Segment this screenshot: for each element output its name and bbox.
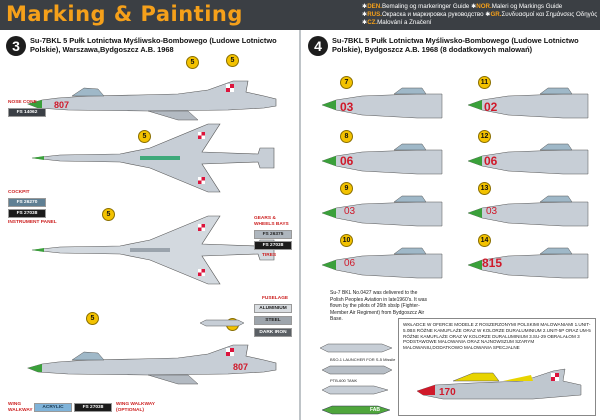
nose-view-7	[321, 87, 443, 119]
tires-label: TIRES	[262, 253, 277, 258]
callout-marker: 14	[478, 234, 491, 247]
lang-code: RUS.	[367, 11, 382, 18]
nose-cone-swatch: FS 14062	[8, 108, 46, 117]
nose-view-8	[321, 143, 443, 175]
language-list: ✱DEN.Bemaling og markeringer Guide ✱NOR.…	[362, 3, 598, 27]
nose-cone-label: NOSE CONE	[8, 100, 37, 105]
aircraft-profile-thumb: 170	[416, 368, 582, 400]
ordnance-drawings	[319, 343, 393, 415]
callout-marker: 5	[86, 312, 99, 325]
info-box: WKŁADCE W OFERCIE MODELE Z ROSZERZONYMI …	[398, 318, 596, 416]
aircraft-top-view	[31, 123, 275, 193]
lang-bullet: ✱	[362, 3, 368, 10]
callout-marker: 13	[478, 182, 491, 195]
callout-marker: 5	[102, 208, 115, 221]
dark-iron-swatch: DARK IRON	[254, 328, 292, 337]
callout-marker: 12	[478, 130, 491, 143]
acrylic-swatch: ACRYLIC	[34, 403, 72, 412]
fuselage-label: FUSELAGE	[262, 296, 289, 301]
nose-view-12	[467, 143, 589, 175]
wing-walkway-optional-label: WING WALKWAY (OPTIONAL)	[116, 402, 155, 413]
aluminium-swatch: ALUMINIUM	[254, 304, 292, 313]
nose-view-11	[467, 87, 589, 119]
lang-bullet: ✱	[485, 11, 491, 18]
gears-swatch-2: FS 27038	[254, 241, 292, 250]
callout-marker: 8	[340, 130, 353, 143]
section-title: Su-7BKL 5 Pułk Lotnictwa Myśliwsko-Bombo…	[30, 36, 277, 54]
nose-code: 02	[484, 100, 498, 114]
callout-marker: 9	[340, 182, 353, 195]
aircraft-bottom-view	[31, 215, 275, 285]
section-number: 3	[6, 36, 26, 56]
nose-code: 03	[344, 206, 356, 217]
page-title: Marking & Painting	[6, 2, 243, 26]
cockpit-swatch: FS 26270	[8, 198, 46, 207]
nose-code: 06	[340, 154, 354, 168]
lang-code: GR.	[490, 11, 502, 18]
panel-divider	[299, 30, 301, 420]
aircraft-side-view-bottom: 807	[27, 344, 277, 385]
gears-label: GEARS & WHEELS BAYS	[254, 216, 289, 227]
ordnance-label: PTB-600 TANK	[330, 378, 358, 383]
section-number: 4	[308, 36, 328, 56]
ordnance-label: BSO-1 LAUNCHER FOR S-5 Missile	[330, 357, 396, 362]
lang-bullet: ✱	[362, 19, 368, 26]
lang-bullet: ✱	[362, 11, 368, 18]
lang-text: Maleri og Markings Guide	[491, 3, 563, 10]
lang-text: Окраска и маркировка руководство	[381, 11, 484, 18]
header: Marking & Painting ✱DEN.Bemaling og mark…	[0, 0, 600, 30]
callout-marker: 5	[138, 130, 151, 143]
section-title: Su-7BKL 5 Pułk Lotnictwa Myśliwsko-Bombo…	[332, 36, 579, 54]
nose-view-13	[467, 195, 589, 227]
callout-marker: 5	[186, 56, 199, 69]
callout-marker: 7	[340, 76, 353, 89]
info-box-text: WKŁADCE W OFERCIE MODELE Z ROSZERZONYMI …	[403, 322, 591, 351]
gears-swatch: FS 26375	[254, 230, 292, 239]
nose-code: 03	[340, 100, 354, 114]
cockpit-label: COCKPIT	[8, 190, 30, 195]
nose-code: 06	[344, 258, 356, 269]
callout-marker: 10	[340, 234, 353, 247]
fs-swatch: FS 27038	[74, 403, 112, 412]
instrument-panel-label: INSTRUMENT PANEL	[8, 220, 57, 225]
nose-view-9	[321, 195, 443, 227]
lang-code: DEN.	[367, 3, 382, 10]
ordnance-label: FAB	[370, 407, 380, 413]
pylon-drawing	[199, 319, 245, 327]
nose-code: 815	[482, 256, 503, 270]
nose-code: 03	[486, 206, 498, 217]
lang-text: Malování a Značení	[377, 19, 432, 26]
lang-text: Συνδυασμοί και Σημάνσεις Οδηγός	[501, 11, 598, 18]
aircraft-code: 807	[54, 100, 69, 110]
profile-code: 170	[439, 387, 456, 398]
lang-text: Bemaling og markeringer Guide	[381, 3, 470, 10]
callout-marker: 11	[478, 76, 491, 89]
nose-view-14	[467, 247, 589, 279]
aircraft-code: 807	[233, 362, 248, 372]
nose-code: 06	[484, 154, 498, 168]
aircraft-side-view-top: 807	[27, 80, 277, 121]
lang-code: CZ.	[367, 19, 378, 26]
nose-view-10	[321, 247, 443, 279]
lang-code: NOR.	[476, 3, 492, 10]
cockpit-swatch-2: FS 27038	[8, 209, 46, 218]
lang-bullet: ✱	[471, 3, 477, 10]
wing-walkway-label: WING WALKWAY	[8, 402, 33, 413]
callout-marker: 5	[226, 54, 239, 67]
aircraft-note: Su-7 BKL No.0427 was delivered to the Po…	[330, 290, 428, 322]
steel-swatch: STEEL	[254, 316, 292, 325]
